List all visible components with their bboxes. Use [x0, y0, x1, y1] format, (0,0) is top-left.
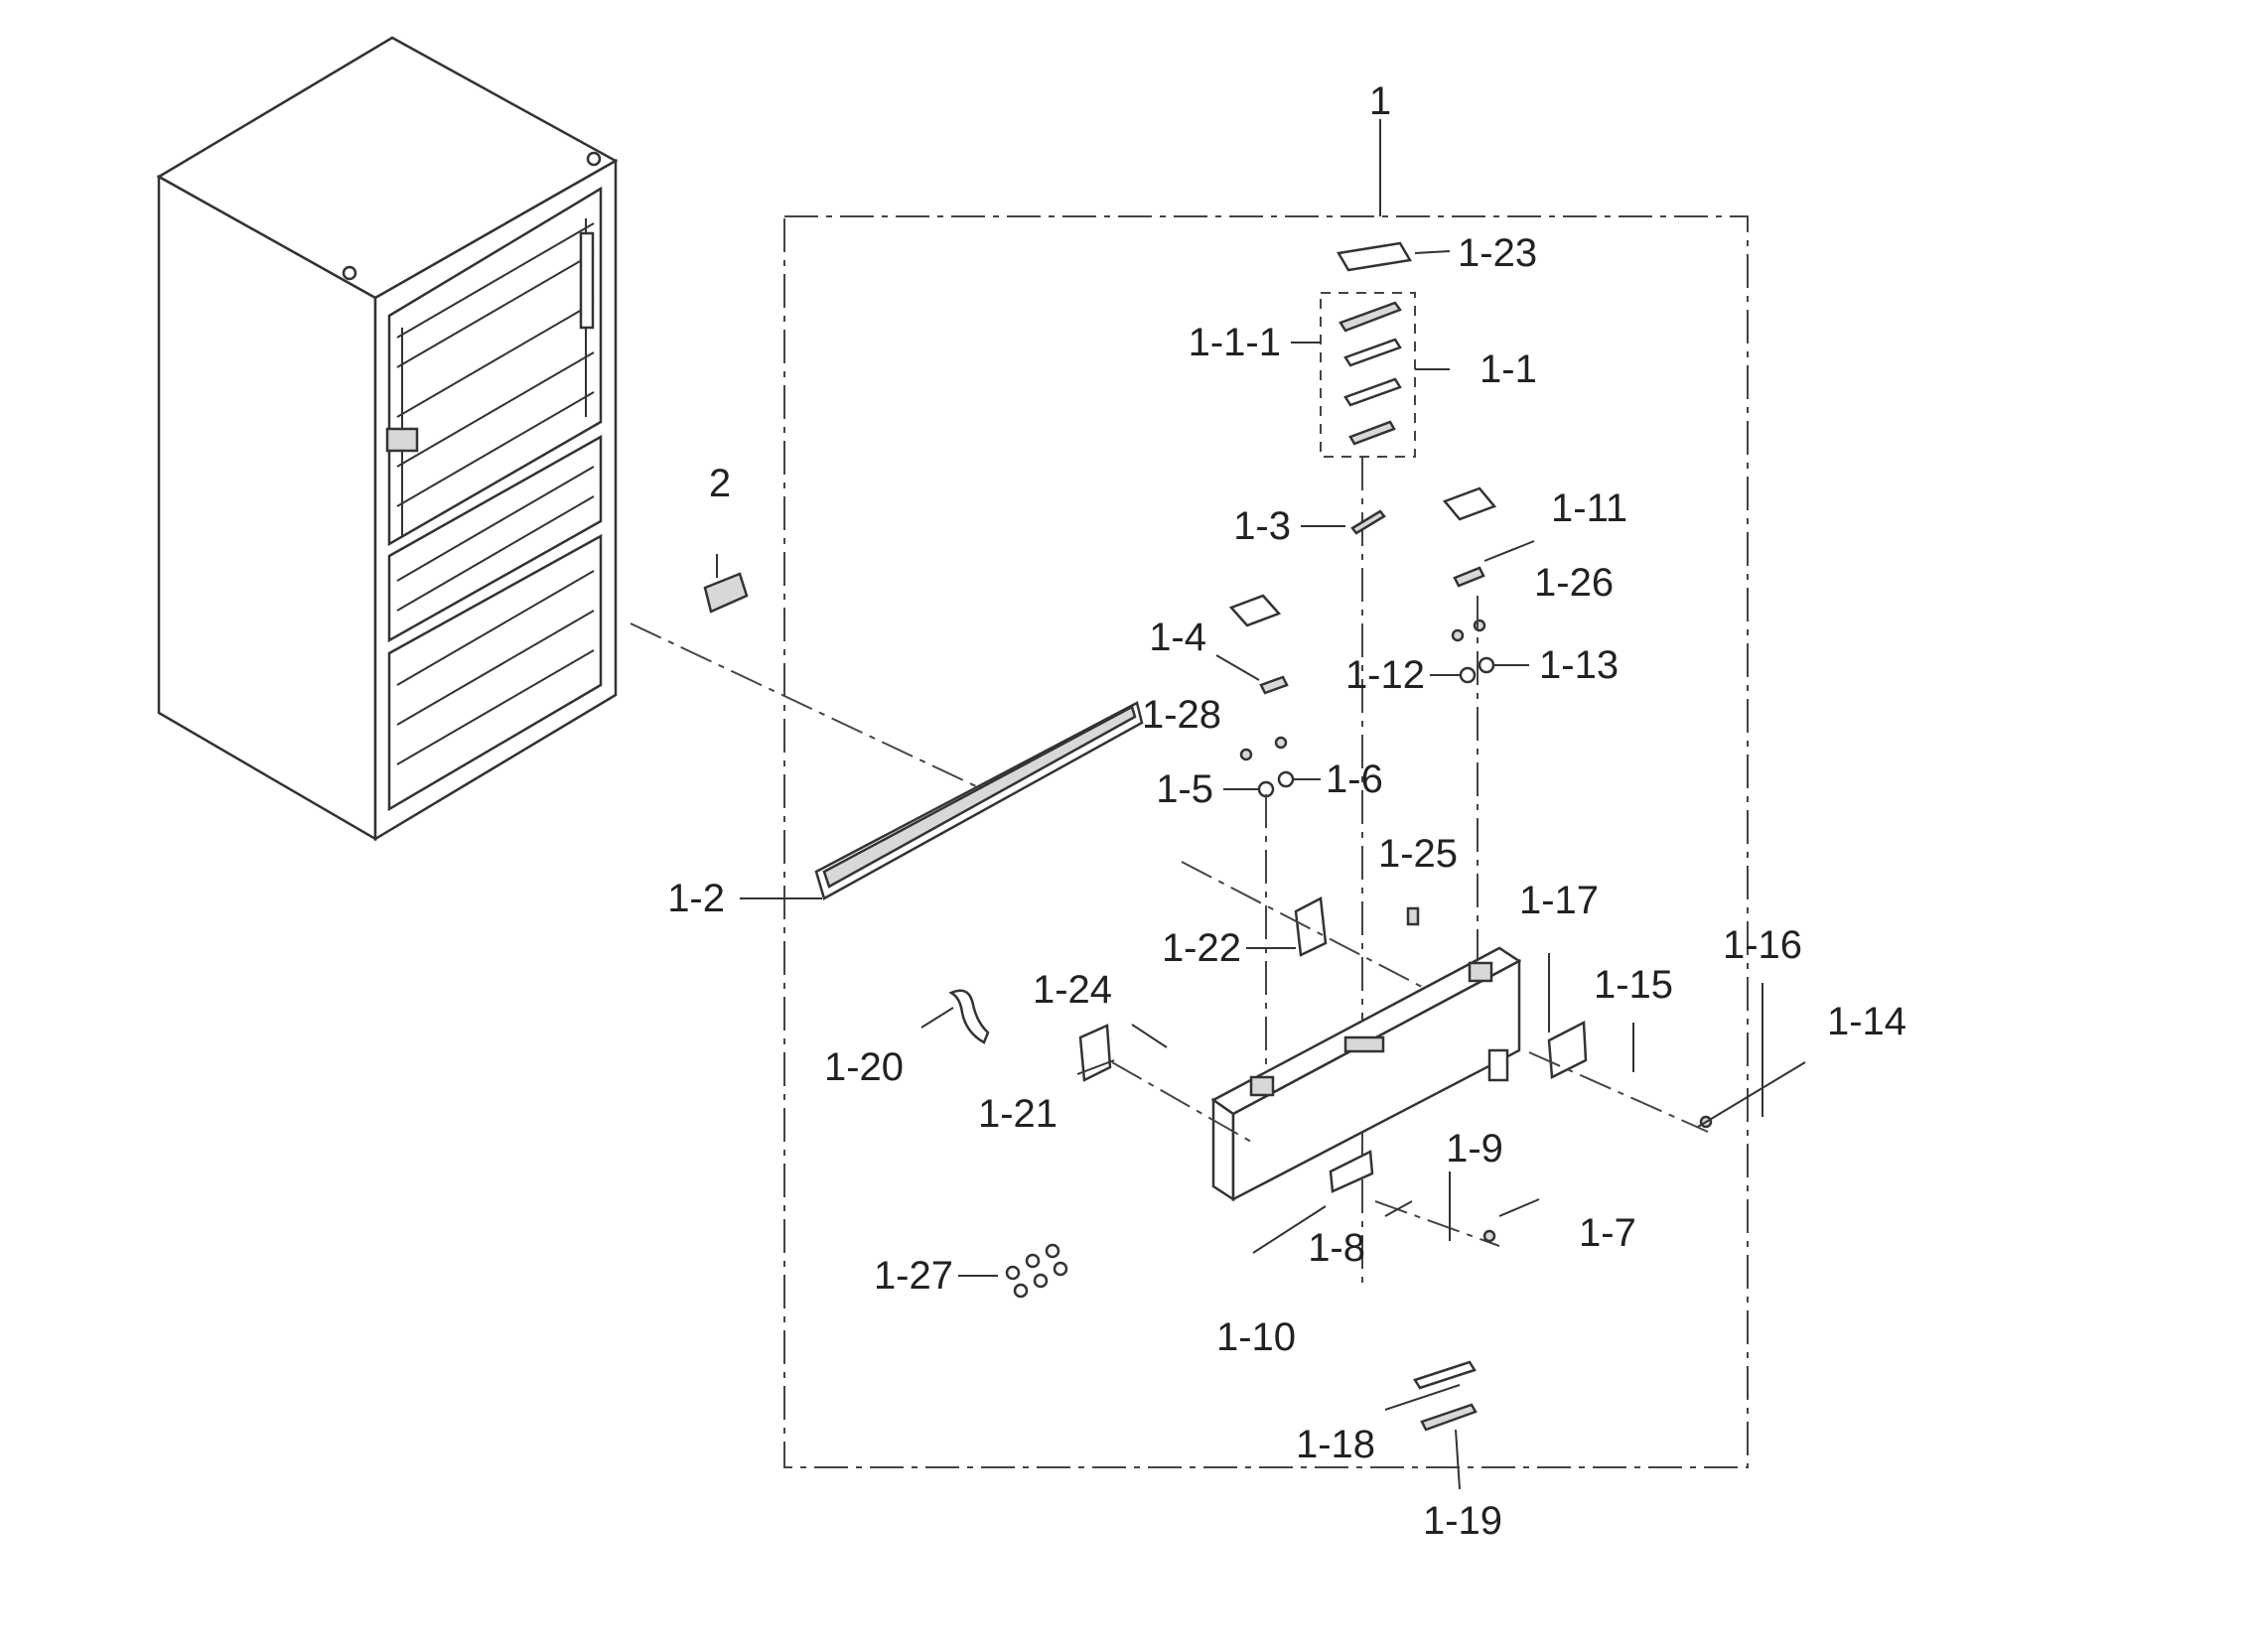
callout-1-10: 1-10 — [1216, 1315, 1296, 1359]
axis-bracket — [1181, 861, 1520, 1038]
callout-1-17: 1-17 — [1519, 879, 1599, 922]
part-1-25-screw — [1406, 906, 1420, 926]
callout-1-27: 1-27 — [874, 1254, 953, 1298]
leader-1-19 — [1455, 1429, 1461, 1490]
middle-drawer — [387, 434, 603, 643]
axis-2 — [630, 622, 994, 795]
drawer-front-tab — [1487, 1048, 1509, 1082]
part-1-7-screw — [1482, 1229, 1496, 1243]
callout-1-16: 1-16 — [1723, 923, 1802, 967]
axis-1-21 — [1111, 1061, 1252, 1143]
callout-1-14: 1-14 — [1827, 1000, 1906, 1043]
part-1-12-bushing — [1459, 666, 1477, 684]
callout-1-24: 1-24 — [1033, 968, 1112, 1012]
part-1-27-screw-set — [1005, 1243, 1068, 1299]
callout-1-1: 1-1 — [1480, 347, 1537, 391]
drawer-front-pocket-left — [1249, 1075, 1275, 1097]
callout-1-11: 1-11 — [1551, 486, 1627, 530]
drawer-front-panel — [1210, 946, 1522, 1202]
part-1-19-strip — [1420, 1403, 1478, 1432]
part-1-12-screw-b — [1473, 619, 1486, 632]
callout-1-4: 1-4 — [1149, 616, 1206, 659]
part-1-1-group-box — [1320, 292, 1416, 458]
part-1-13-washer — [1478, 656, 1495, 674]
drawer-front-end — [1211, 1097, 1235, 1202]
leader-1-18 — [1384, 1384, 1461, 1411]
callout-1-26: 1-26 — [1534, 561, 1614, 605]
part-1-26-pin — [1453, 566, 1485, 588]
callout-1-2: 1-2 — [667, 877, 725, 920]
callout-1-19: 1-19 — [1423, 1499, 1502, 1543]
leader-1-7 — [1498, 1198, 1540, 1217]
part-1-1-piece-d — [1348, 420, 1396, 446]
part-1-3-strip — [1350, 509, 1386, 535]
leader-1-8 — [1384, 1200, 1413, 1217]
leader-1-4 — [1215, 654, 1260, 681]
leader-1-10 — [1252, 1205, 1327, 1254]
part-1-28-screw-b — [1274, 736, 1288, 750]
callout-1-23: 1-23 — [1458, 231, 1537, 275]
part-1-12-screw-a — [1451, 628, 1465, 642]
part-1-20-wire — [948, 989, 990, 1044]
callout-1-13: 1-13 — [1539, 643, 1619, 687]
callout-1-12: 1-12 — [1345, 653, 1425, 697]
part-1-18-strip — [1413, 1360, 1477, 1390]
part-1-11-cap — [1442, 486, 1497, 521]
part-1-1-piece-a — [1339, 301, 1402, 333]
callout-1-5: 1-5 — [1156, 767, 1213, 811]
leader-1-24 — [1131, 1024, 1168, 1048]
cabinet-vent — [579, 231, 595, 330]
freezer-compartment — [387, 533, 603, 812]
callout-1-25: 1-25 — [1378, 832, 1458, 876]
drawer-front-pocket-right — [1468, 961, 1493, 983]
part-1-28-screw-a — [1239, 748, 1253, 761]
part-2-bracket — [703, 572, 749, 614]
part-1-17-plate — [1547, 1021, 1588, 1079]
part-1-5-bushing — [1257, 780, 1275, 798]
cabinet-hinge-right — [586, 151, 602, 167]
fresh-food-compartment — [387, 186, 603, 547]
callout-2: 2 — [709, 462, 731, 505]
callout-1-8: 1-8 — [1308, 1226, 1365, 1270]
callout-1-6: 1-6 — [1326, 757, 1383, 801]
part-1-22-bracket — [1294, 896, 1328, 957]
callout-1-28: 1-28 — [1142, 693, 1221, 737]
part-1-21-plate — [1078, 1024, 1112, 1082]
part-1-1-piece-b — [1343, 338, 1402, 367]
callout-1-3: 1-3 — [1233, 504, 1291, 548]
part-1-23-cover — [1336, 241, 1413, 272]
part-1-10-plate — [1329, 1150, 1374, 1193]
part-1-4-pin — [1259, 675, 1289, 695]
part-1-2-gasket-inner — [822, 705, 1137, 889]
leader-1-23 — [1414, 250, 1451, 254]
callout-1-20: 1-20 — [824, 1045, 904, 1089]
leader-1-11 — [1483, 540, 1535, 562]
callout-1-1-1: 1-1-1 — [1189, 321, 1281, 364]
leader-1-14 — [1697, 1061, 1806, 1128]
part-1-6-washer — [1277, 770, 1295, 788]
cabinet-hinge-left — [342, 265, 357, 281]
leader-1-21 — [1076, 1059, 1115, 1075]
axis-1-14 — [1528, 1051, 1709, 1133]
control-panel — [385, 427, 419, 453]
callout-1-18: 1-18 — [1296, 1423, 1375, 1466]
part-1-4-cap — [1228, 594, 1282, 627]
leader-1-20 — [920, 1007, 954, 1029]
axis-1-7 — [1374, 1200, 1500, 1247]
callout-1-21: 1-21 — [978, 1092, 1057, 1136]
callout-1: 1 — [1369, 79, 1391, 123]
callout-1-15: 1-15 — [1594, 963, 1673, 1007]
callout-1-22: 1-22 — [1162, 926, 1241, 970]
callout-1-9: 1-9 — [1446, 1127, 1503, 1170]
refrigerator-cabinet — [156, 36, 619, 842]
drawer-front-slot — [1343, 1035, 1385, 1053]
drawer-front-face — [1231, 958, 1521, 1202]
part-1-1-piece-c — [1343, 377, 1402, 407]
callout-labels: 1 2 1-1 1-1-1 1-2 1-3 1-4 1-5 1-6 1-7 1-8 1-9 1-10 1-… — [667, 79, 1906, 1543]
callout-1-7: 1-7 — [1579, 1211, 1636, 1255]
assembly-boundary-box — [783, 215, 1749, 1468]
